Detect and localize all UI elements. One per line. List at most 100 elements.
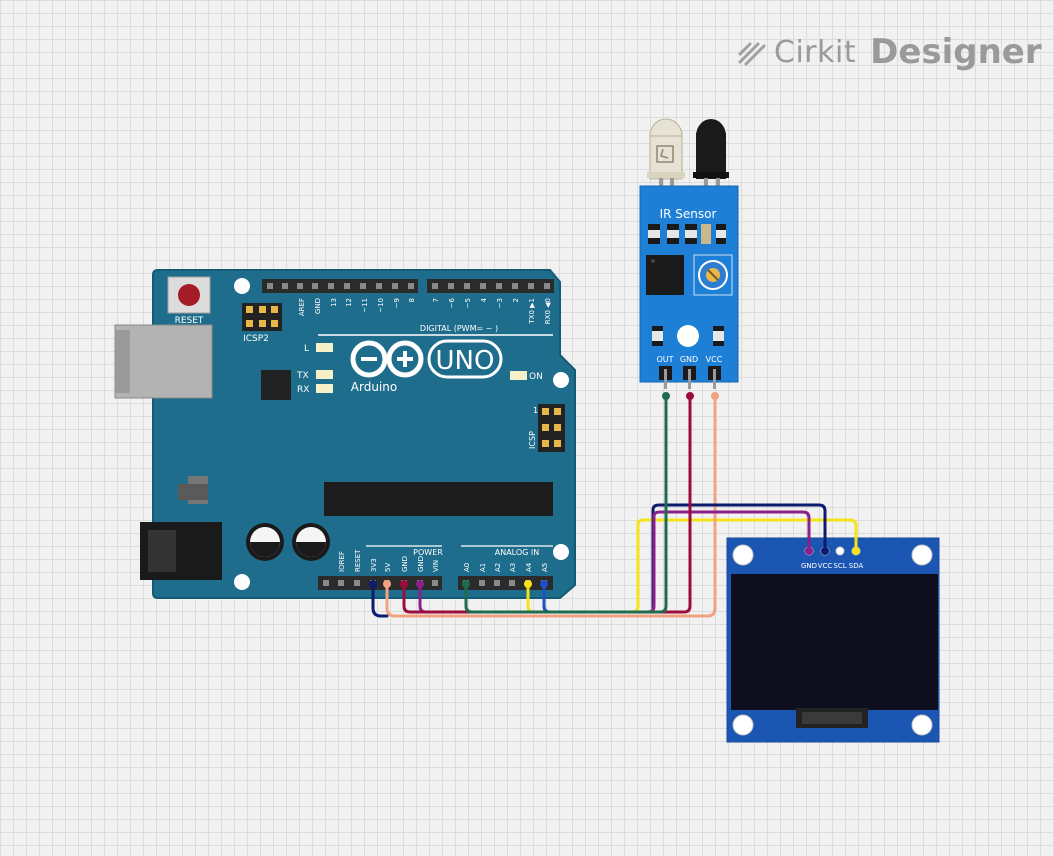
analog-pin-label: A4: [525, 562, 533, 572]
wire-a0-ir-out[interactable]: [464, 394, 668, 614]
header-pin[interactable]: [480, 283, 486, 289]
header-pin[interactable]: [328, 283, 334, 289]
wire-endpoint: [524, 580, 532, 588]
wire-endpoint: [852, 547, 860, 555]
wire-endpoint: [805, 547, 813, 555]
header-pin[interactable]: [544, 283, 550, 289]
header-pin[interactable]: [408, 283, 414, 289]
wire-endpoint: [400, 580, 408, 588]
wire-endpoint: [383, 580, 391, 588]
led-rx: [316, 384, 333, 393]
usb-connector-shade: [115, 330, 130, 393]
usb-controller-chip: [261, 370, 291, 400]
reset-button-cap[interactable]: [178, 284, 200, 306]
wire-endpoint: [462, 580, 470, 588]
header-pin[interactable]: [392, 283, 398, 289]
oled-pin-label-vcc: VCC: [818, 562, 833, 570]
header-pin[interactable]: [376, 283, 382, 289]
analog-label: ANALOG IN: [495, 548, 540, 557]
mounting-hole: [234, 278, 250, 294]
power-pin-label: RESET: [354, 549, 362, 572]
digital-pin-label: 8: [408, 298, 416, 302]
header-pin[interactable]: [528, 283, 534, 289]
header-pin[interactable]: [323, 580, 329, 586]
header-pin[interactable]: [494, 580, 500, 586]
header-pin[interactable]: [360, 283, 366, 289]
header-pin[interactable]: [267, 283, 273, 289]
mounting-hole: [553, 372, 569, 388]
header-pin[interactable]: [496, 283, 502, 289]
wire-3v3[interactable]: [371, 582, 389, 618]
header-pin[interactable]: [297, 283, 303, 289]
capacitor: [246, 523, 284, 561]
cirkit-designer-logo: Cirkit Designer: [736, 30, 1042, 74]
wire-endpoint: [686, 392, 694, 400]
reset-label: RESET: [175, 316, 204, 326]
icsp-pin1-label: 1: [533, 406, 538, 415]
digital-pin-label: ~9: [393, 298, 401, 308]
analog-pin-label: A3: [509, 563, 517, 572]
smd-resistor-body: [713, 331, 724, 341]
header-pin[interactable]: [282, 283, 288, 289]
wire-5v-ir-vcc[interactable]: [385, 394, 717, 618]
icsp2-header: [242, 303, 282, 331]
header-pin[interactable]: [509, 580, 515, 586]
atmega328-chip: [324, 482, 553, 516]
oled-pin-scl[interactable]: [835, 546, 845, 556]
digital-header-pins: [267, 283, 550, 289]
mounting-hole: [911, 544, 933, 566]
arduino-uno-board[interactable]: RESET ICSP2 L: [114, 269, 576, 599]
header-pin[interactable]: [312, 283, 318, 289]
wires: [369, 392, 860, 618]
wire-oled-vcc[interactable]: [651, 503, 827, 614]
ir-pin-label-out: OUT: [656, 355, 673, 364]
ir-pin-label-gnd: GND: [680, 355, 698, 364]
voltage-regulator: [178, 484, 208, 500]
ir-sensor-module[interactable]: IR Sensor OUT GND: [639, 118, 739, 389]
header-pin[interactable]: [512, 283, 518, 289]
header-pin[interactable]: [344, 283, 350, 289]
digital-pin-label: GND: [314, 298, 322, 314]
icsp-header: [538, 404, 565, 452]
mounting-hole: [732, 544, 754, 566]
pencil-lines-icon: [738, 42, 766, 66]
header-pin[interactable]: [464, 283, 470, 289]
header-pin[interactable]: [338, 580, 344, 586]
smd-components-row: [648, 224, 726, 244]
arduino-logo-text: Arduino: [351, 380, 397, 394]
digital-pin-label: AREF: [298, 298, 306, 316]
brand-name-part2: Designer: [870, 32, 1042, 72]
oled-display-module[interactable]: GND VCC SCL SDA: [726, 537, 940, 743]
brand-name-part1: Cirkit: [774, 34, 857, 70]
digital-pin-label: TX0 ▶1: [528, 298, 536, 325]
mounting-hole: [732, 714, 754, 736]
power-pin-label: VIN: [432, 560, 440, 572]
header-pin[interactable]: [354, 580, 360, 586]
header-pin[interactable]: [448, 283, 454, 289]
mounting-hole: [234, 574, 250, 590]
header-pin[interactable]: [479, 580, 485, 586]
mounting-hole: [553, 544, 569, 560]
wire-endpoint: [540, 580, 548, 588]
digital-pin-label: ~3: [496, 298, 504, 308]
led-lead: [704, 178, 708, 190]
digital-header-right: [427, 279, 554, 293]
wire-endpoint: [821, 547, 829, 555]
led-l-label: L: [304, 344, 309, 354]
digital-pin-label: ~11: [361, 298, 369, 313]
power-pin-label: 5V: [384, 563, 392, 572]
pin-lead: [688, 369, 691, 389]
led-lead: [659, 178, 663, 190]
led-lead: [716, 178, 720, 190]
header-pin[interactable]: [432, 283, 438, 289]
capacitor: [292, 523, 330, 561]
header-pin[interactable]: [432, 580, 438, 586]
oled-pin-label-gnd: GND: [801, 562, 817, 570]
potentiometer-knob[interactable]: [693, 254, 733, 296]
power-pin-label: IOREF: [338, 551, 346, 572]
led-lead: [670, 178, 674, 190]
led-on-label: ON: [529, 372, 543, 382]
digital-pin-label: 12: [345, 298, 353, 307]
